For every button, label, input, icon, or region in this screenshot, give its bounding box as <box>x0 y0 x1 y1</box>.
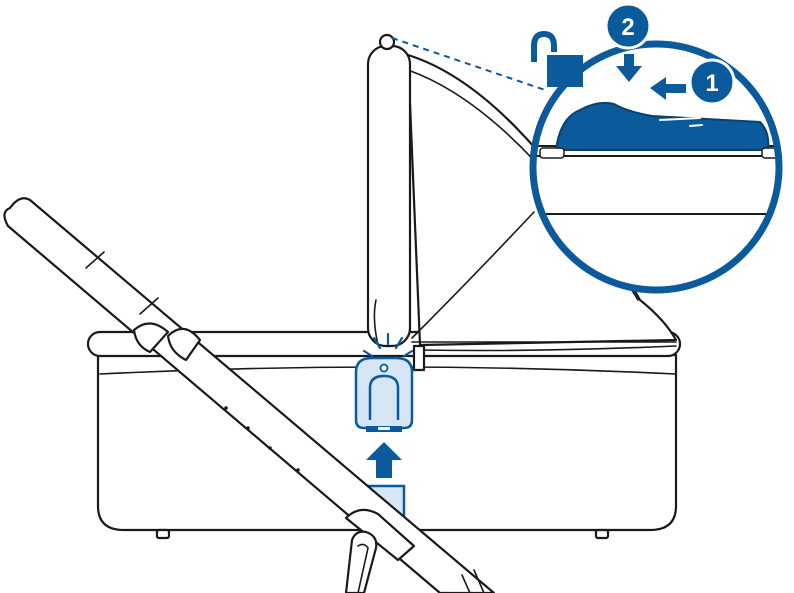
insert-up-arrow-icon <box>366 442 402 478</box>
unlock-padlock-icon <box>531 30 583 87</box>
slide-left-arrow-icon <box>650 77 686 100</box>
step-2-number: 2 <box>621 14 634 41</box>
stroller-frame <box>3 197 496 593</box>
step-2-badge: 2 <box>604 2 652 50</box>
click-signal-icon <box>362 332 414 358</box>
press-down-arrow-icon <box>616 54 642 82</box>
lock-detail-zoom <box>529 40 783 294</box>
step-1-badge: 1 <box>688 58 736 106</box>
zoom-callout-lines <box>391 37 546 91</box>
step-1-number: 1 <box>705 70 718 97</box>
